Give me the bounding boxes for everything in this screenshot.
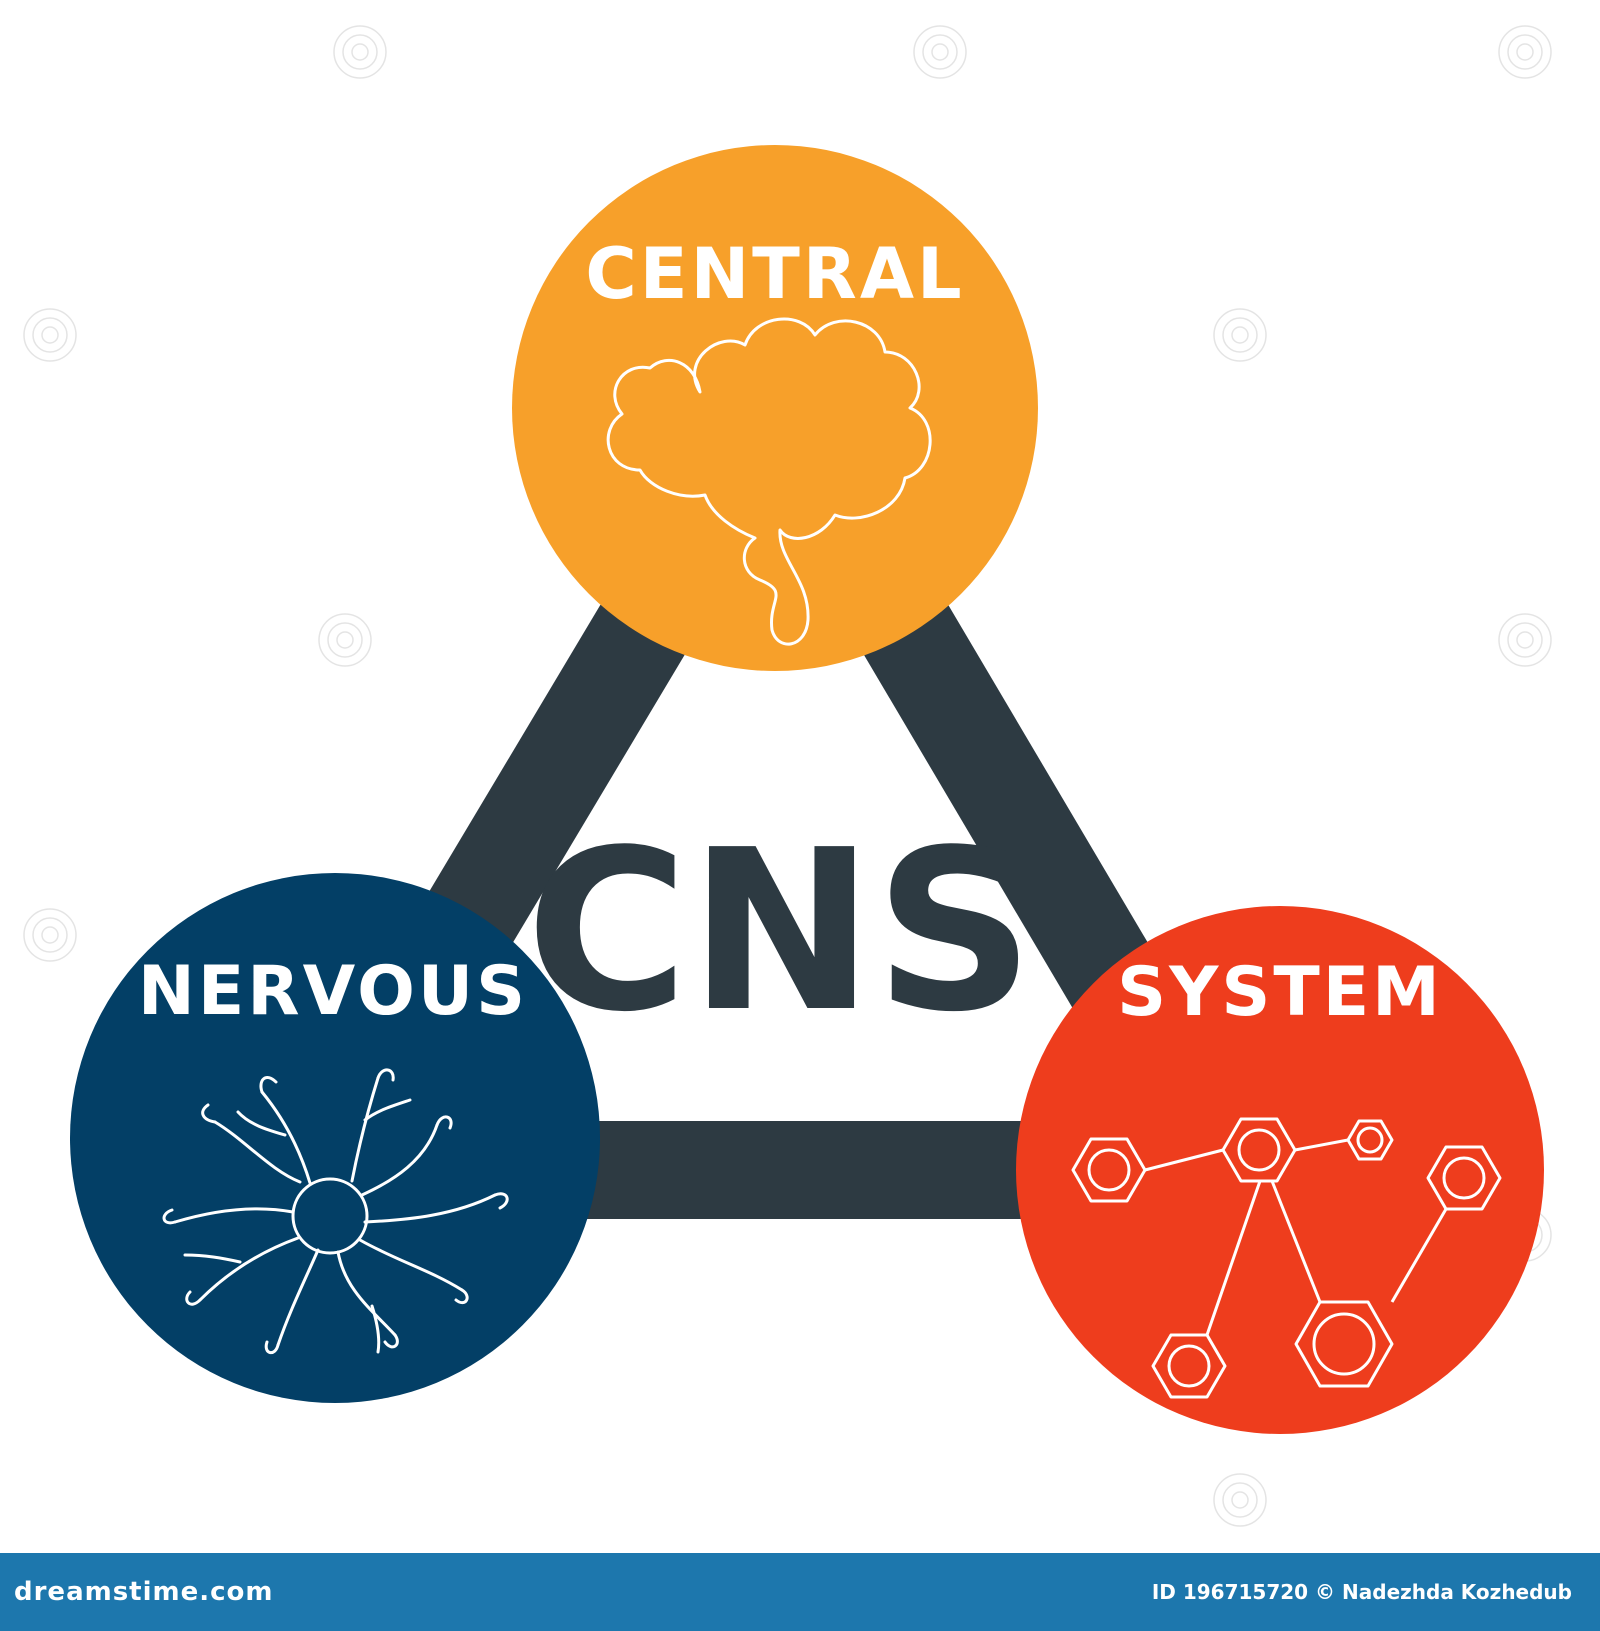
watermark-spiral-icon (1213, 1473, 1267, 1527)
node-nervous-circle (70, 873, 600, 1403)
watermark-spiral-icon (23, 308, 77, 362)
molecule-icon (1071, 1117, 1502, 1399)
watermark-spiral-icon (23, 908, 77, 962)
node-central: CENTRAL (512, 145, 1038, 671)
node-system-label: SYSTEM (1117, 953, 1443, 1032)
footer-bar: dreamstime.com ID 196715720 © Nadezhda K… (0, 1553, 1600, 1631)
brain-icon (606, 317, 932, 646)
node-system: SYSTEM (1016, 906, 1544, 1434)
watermark-spiral-icon (333, 25, 387, 79)
node-central-label: CENTRAL (585, 233, 964, 315)
watermark-spiral-icon (1498, 25, 1552, 79)
footer-brand[interactable]: dreamstime.com (14, 1577, 274, 1607)
watermark-spiral-icon (913, 25, 967, 79)
watermark-spiral-icon (1498, 613, 1552, 667)
node-nervous: NERVOUS (70, 873, 600, 1403)
node-central-circle (512, 145, 1038, 671)
acronym-title: CNS (526, 803, 1035, 1061)
watermark-spiral-icon (318, 613, 372, 667)
node-system-circle (1016, 906, 1544, 1434)
node-nervous-label: NERVOUS (138, 952, 528, 1031)
footer-credit: ID 196715720 © Nadezhda Kozhedub (1151, 1580, 1572, 1604)
watermark-layer (23, 25, 1552, 1527)
neuron-icon (162, 1068, 509, 1354)
watermark-spiral-icon (1213, 308, 1267, 362)
